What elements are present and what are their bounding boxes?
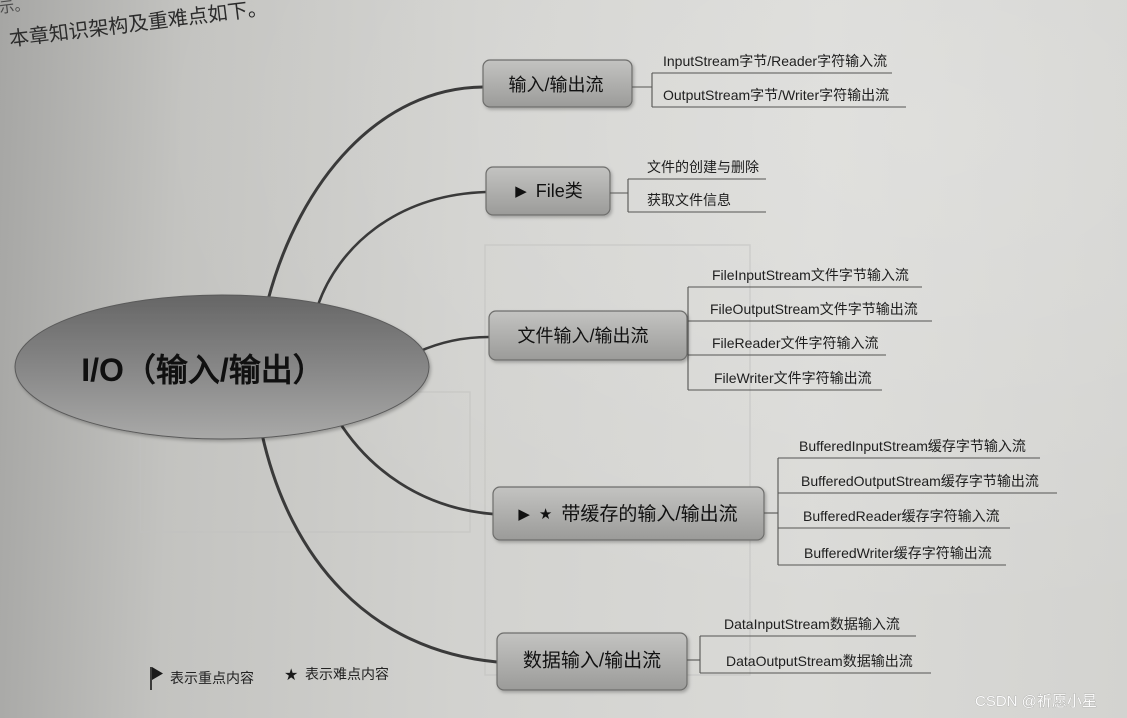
intro-text: 本章知识架构及重难点如下。 xyxy=(8,0,269,51)
connector-buffered-streams xyxy=(336,418,495,516)
leaf-item: BufferedInputStream缓存字节输入流 xyxy=(799,438,1026,454)
legend-difficult-text: 表示难点内容 xyxy=(305,666,389,682)
star-icon: ★ xyxy=(284,665,298,684)
leaf-bracket xyxy=(632,72,906,108)
leaf-item: BufferedWriter缓存字符输出流 xyxy=(804,545,992,561)
leaf-item: BufferedReader缓存字符输入流 xyxy=(803,508,1000,524)
leaf-item: DataInputStream数据输入流 xyxy=(724,616,900,632)
leaf-item: 获取文件信息 xyxy=(647,192,731,208)
root-ellipse xyxy=(14,294,430,440)
branch-io-streams: 输入/输出流 InputStream字节/Reader字符输入流 OutputS… xyxy=(482,53,906,108)
root-label: I/O（输入/输出） xyxy=(81,352,325,388)
connector-io-streams xyxy=(266,85,485,302)
branch-connectors xyxy=(260,85,499,664)
leaf-item: BufferedOutputStream缓存字节输出流 xyxy=(801,473,1039,489)
flag-cloth xyxy=(152,667,163,680)
branch-box xyxy=(496,632,688,691)
legend-key-point-text: 表示重点内容 xyxy=(170,670,254,686)
previous-line-tail: 示。 xyxy=(0,0,30,17)
branch-buffered-streams: ▶★带缓存的输入/输出流 BufferedInputStream缓存字节输入流 … xyxy=(492,438,1057,566)
branch-label: 输入/输出流 xyxy=(508,75,603,95)
leaf-item: OutputStream字节/Writer字符输出流 xyxy=(663,87,889,103)
watermark: CSDN @祈愿小星 xyxy=(975,693,1097,710)
star-icon: ★ xyxy=(539,505,552,523)
legend: 表示重点内容 ★ 表示难点内容 xyxy=(150,665,389,690)
branch-box xyxy=(485,166,611,216)
branch-label: 数据输入/输出流 xyxy=(523,650,661,672)
branch-box xyxy=(488,310,688,361)
leaf-bracket xyxy=(764,457,1057,566)
leaf-item: FileOutputStream文件字节输出流 xyxy=(710,301,918,317)
branch-label: 文件输入/输出流 xyxy=(517,326,648,346)
flag-icon xyxy=(150,667,163,690)
leaf-item: DataOutputStream数据输出流 xyxy=(726,653,913,669)
branch-data-streams: 数据输入/输出流 DataInputStream数据输入流 DataOutput… xyxy=(496,616,931,691)
leaf-item: InputStream字节/Reader字符输入流 xyxy=(663,53,887,69)
leaf-item: FileReader文件字符输入流 xyxy=(712,335,878,351)
leaf-item: FileWriter文件字符输出流 xyxy=(714,370,872,386)
branch-label: 带缓存的输入/输出流 xyxy=(561,503,737,525)
flag-icon: ▶ xyxy=(515,182,527,200)
leaf-item: 文件的创建与删除 xyxy=(647,159,759,175)
leaf-item: FileInputStream文件字节输入流 xyxy=(712,267,909,283)
branch-label: File类 xyxy=(536,181,583,201)
leaf-bracket xyxy=(610,178,766,213)
connector-file-class xyxy=(316,190,488,307)
branch-file-class: ▶ File类 文件的创建与删除 获取文件信息 xyxy=(485,159,766,216)
flag-icon: ▶ xyxy=(518,505,530,523)
branch-label-group: ▶ ★ 带缓存的输入/输出流 xyxy=(518,503,737,525)
branch-label-group: ▶ File类 xyxy=(515,181,583,201)
connector-file-streams xyxy=(416,335,491,354)
branch-file-streams: 文件输入/输出流 FileInputStream文件字节输入流 FileOutp… xyxy=(488,267,932,391)
leaf-bracket xyxy=(687,286,932,391)
leaf-bracket xyxy=(687,635,931,674)
branch-box xyxy=(482,59,633,108)
root-node: I/O（输入/输出） xyxy=(14,294,430,440)
connector-data-streams xyxy=(260,432,499,664)
